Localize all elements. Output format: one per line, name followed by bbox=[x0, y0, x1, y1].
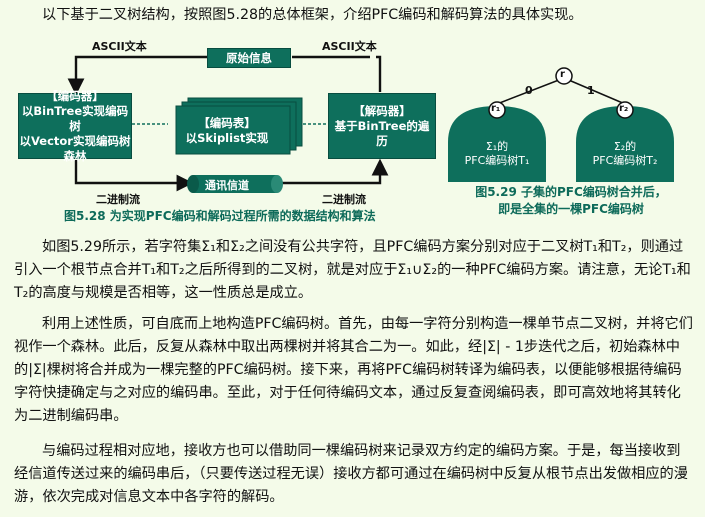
tree-t1-line-1: Σ₁的 bbox=[485, 140, 509, 153]
decoder-title: 【解码器】 bbox=[353, 103, 411, 118]
encoder-box: 【编码器】 以BinTree实现编码树 以Vector实现编码树森林 bbox=[18, 89, 132, 163]
paragraph-2: 利用上述性质，可自底而上地构造PFC编码树。首先，由每一字符分别构造一棵单节点二… bbox=[14, 316, 693, 424]
r2-node-label: r₂ bbox=[619, 103, 629, 114]
tree-t2-line-1: Σ₂的 bbox=[613, 140, 637, 153]
tree-t2-line-2: PFC编码树T₂ bbox=[592, 154, 658, 167]
encoder-line-1: 以BinTree实现编码树 bbox=[21, 103, 129, 133]
root-node-label: r bbox=[560, 69, 565, 80]
code-table-line-1: 以Skiplist实现 bbox=[185, 131, 269, 145]
decoder-box: 【解码器】 基于BinTree的遍历 bbox=[328, 93, 436, 159]
encoder-line-2: 以Vector实现编码树森林 bbox=[19, 133, 131, 163]
intro-paragraph: 以下基于二叉树结构，按照图5.28的总体框架，介绍PFC编码和解码算法的具体实现… bbox=[42, 7, 583, 23]
source-info-label: 原始信息 bbox=[226, 50, 272, 65]
paragraph-1: 如图5.29所示，若字符集Σ₁和Σ₂之间没有公共字符，且PFC编码方案分别对应于… bbox=[14, 239, 691, 301]
ascii-text-label-left: ASCII文本 bbox=[92, 40, 147, 53]
tree-t1: Σ₁的 PFC编码树T₁ bbox=[457, 140, 537, 168]
decoder-line-1: 基于BinTree的遍历 bbox=[334, 118, 430, 148]
encoder-title: 【编码器】 bbox=[46, 88, 104, 103]
tree-t1-line-2: PFC编码树T₁ bbox=[464, 154, 530, 167]
binary-stream-label-right: 二进制流 bbox=[322, 193, 366, 206]
figure-5-29-caption-line-2: 即是全集的一棵PFC编码树 bbox=[498, 202, 644, 216]
source-info-box: 原始信息 bbox=[207, 48, 291, 68]
r1-node-label: r₁ bbox=[491, 103, 501, 114]
tree-t2: Σ₂的 PFC编码树T₂ bbox=[585, 140, 665, 168]
binary-stream-label-left: 二进制流 bbox=[96, 193, 140, 206]
figure-5-29-caption: 图5.29 子集的PFC编码树合并后， 即是全集的一棵PFC编码树 bbox=[466, 184, 676, 218]
code-table-title: 【编码表】 bbox=[198, 116, 256, 130]
code-table-box: 【编码表】 以Skiplist实现 bbox=[170, 110, 284, 152]
edge-1-label: 1 bbox=[587, 84, 595, 97]
figure-5-28-caption: 图5.28 为实现PFC编码和解码过程所需的数据结构和算法 bbox=[64, 209, 376, 223]
figure-5-29-caption-line-1: 图5.29 子集的PFC编码树合并后， bbox=[475, 185, 667, 199]
channel-label: 通讯信道 bbox=[205, 179, 249, 192]
edge-0-label: 0 bbox=[525, 84, 533, 97]
ascii-text-label-right: ASCII文本 bbox=[322, 40, 377, 53]
paragraph-3: 与编码过程相对应地，接收方也可以借助同一棵编码树来记录双方约定的编码方案。于是，… bbox=[14, 443, 688, 505]
